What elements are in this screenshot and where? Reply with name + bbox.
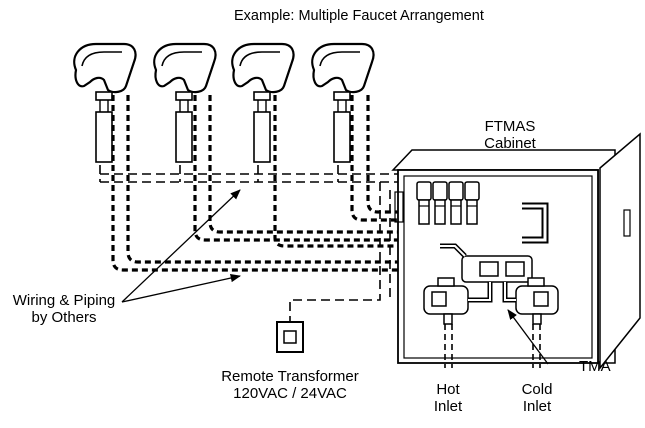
valve-4	[464, 181, 480, 225]
valve-1	[416, 181, 432, 225]
cabinet-internals	[416, 181, 559, 325]
wiring-runs	[99, 165, 398, 322]
cabinet-label-line1: FTMAS	[484, 118, 536, 135]
cold-inlet-line2: Inlet	[522, 398, 552, 415]
wiring-label-line1: Wiring & Piping	[12, 292, 116, 309]
transformer-label: Remote Transformer 120VAC / 24VAC	[205, 368, 375, 402]
cabinet-label-line2: Cabinet	[484, 135, 536, 152]
tma-label: TMA	[579, 358, 611, 375]
hot-inlet-line1: Hot	[436, 381, 460, 398]
faucet-4	[311, 42, 375, 163]
diagram-title: Example: Multiple Faucet Arrangement	[234, 8, 484, 24]
hot-inlet-line2: Inlet	[433, 398, 463, 415]
inlet-pipes	[444, 324, 541, 368]
valve-2	[432, 181, 448, 225]
cold-inlet-line1: Cold	[521, 381, 553, 398]
wiring-label-line2: by Others	[31, 309, 97, 326]
transformer-label-line2: 120VAC / 24VAC	[233, 385, 347, 402]
cabinet-label: FTMAS Cabinet	[470, 118, 550, 152]
transformer-label-line1: Remote Transformer	[221, 368, 359, 385]
valve-3	[448, 181, 464, 225]
cold-inlet-label: Cold Inlet	[512, 381, 562, 415]
faucet-3	[231, 42, 295, 163]
leader-arrows	[121, 189, 549, 365]
faucet-2	[153, 42, 217, 163]
wiring-piping-label: Wiring & Piping by Others	[0, 292, 128, 326]
faucets-group	[73, 42, 375, 163]
ftmas-cabinet	[391, 132, 641, 371]
faucet-1	[73, 42, 137, 163]
hot-inlet-label: Hot Inlet	[426, 381, 470, 415]
transformer-box	[276, 321, 304, 353]
solenoid-valves	[416, 181, 480, 225]
